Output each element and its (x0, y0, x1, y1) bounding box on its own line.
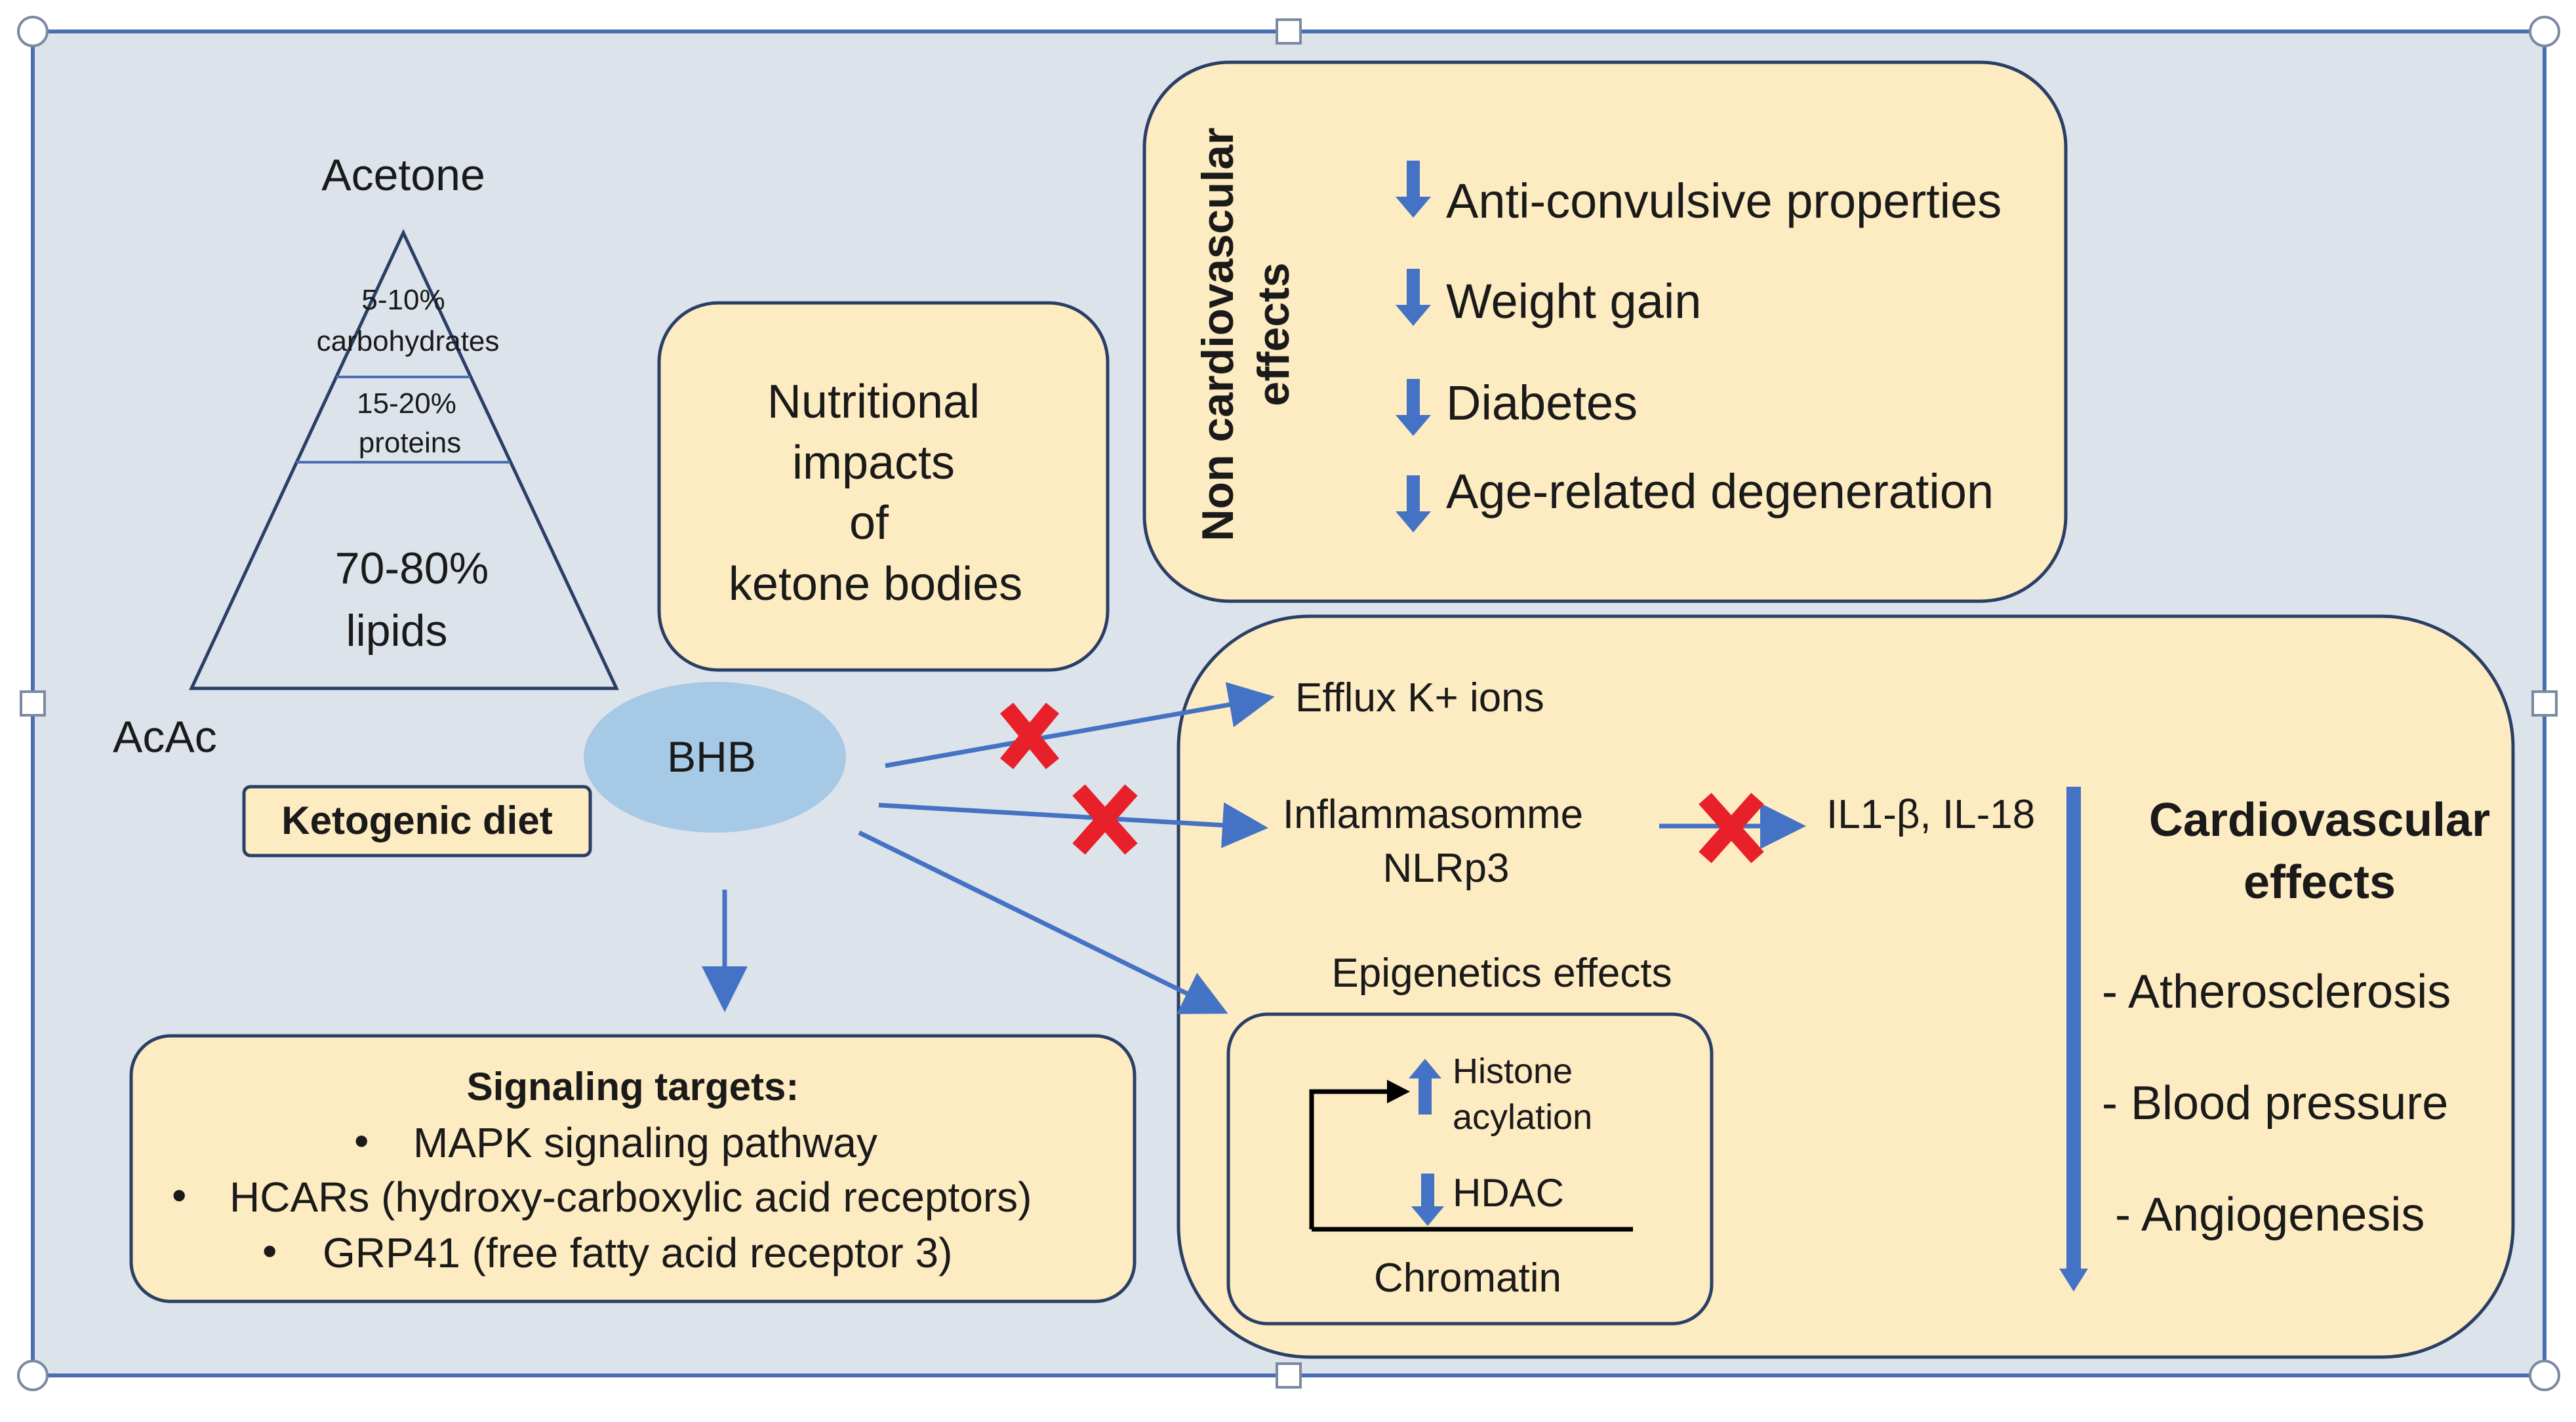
side-handle-bottom[interactable] (1276, 1362, 1302, 1389)
interleukins-label: IL1-β, IL-18 (1826, 792, 2035, 837)
non-cv-item: Age-related degeneration (1446, 464, 1994, 519)
cv-effect-item: - Blood pressure (2102, 1077, 2448, 1130)
side-handle-top[interactable] (1276, 18, 1302, 45)
cardiovascular-effects-list: - Atherosclerosis - Blood pressure - Ang… (2102, 966, 2451, 1241)
signaling-title: Signaling targets: (467, 1065, 799, 1109)
inflammasome-label-line-1: Inflammasomme (1283, 792, 1583, 837)
down-arrow-icon (1396, 379, 1431, 436)
signaling-item: HCARs (hydroxy-carboxylic acid receptors… (230, 1174, 1032, 1221)
inhibition-cross-icon-2 (1072, 784, 1138, 855)
ketogenic-diet-label: Ketogenic diet (281, 799, 552, 842)
tier-carbohydrates-percent: 5-10% (361, 284, 445, 316)
nutritional-line-4: ketone bodies (729, 558, 1022, 610)
pyramid-outline (189, 229, 619, 690)
inhibition-cross-icon-1 (999, 702, 1060, 770)
side-handle-left[interactable] (20, 690, 46, 717)
bhb-label: BHB (667, 732, 756, 781)
down-arrow-icon (1396, 475, 1431, 532)
non-cardiovascular-box (1142, 60, 2068, 603)
tier-proteins-percent: 15-20% (357, 387, 456, 420)
corner-handle-bottom-left[interactable] (17, 1360, 49, 1391)
corner-handle-bottom-right[interactable] (2529, 1360, 2560, 1391)
frame-handles (17, 16, 2560, 1391)
chromatin-transcription-line (1309, 1089, 1389, 1229)
nutritional-line-1: Nutritional (767, 376, 980, 428)
bhb-node (584, 682, 846, 833)
transcription-arrowhead (1387, 1080, 1410, 1103)
tier-lipids-percent: 70-80% (335, 543, 489, 593)
cardiovascular-title-line-1: Cardiovascular (2149, 794, 2490, 846)
inhibition-cross-icon-3 (1699, 793, 1764, 863)
cardiovascular-title-line-2: effects (2244, 856, 2396, 909)
pyramid-apex-label: Acetone (321, 150, 485, 200)
non-cv-item: Anti-convulsive properties (1446, 174, 2002, 228)
nutritional-impacts-text: Nutritional impacts of ketone bodies (729, 376, 1022, 610)
hdac-label: HDAC (1453, 1171, 1564, 1215)
tier-proteins-label: proteins (359, 427, 462, 459)
hdac-down-arrow-icon (1411, 1174, 1444, 1226)
histone-label-line-2: acylation (1453, 1097, 1592, 1137)
side-handle-right[interactable] (2531, 690, 2558, 717)
signaling-items: • MAPK signaling pathway • HCARs (hydrox… (172, 1117, 1032, 1276)
signaling-bullet: • (262, 1227, 277, 1274)
non-cv-down-arrows (1396, 161, 1431, 532)
signaling-item: MAPK signaling pathway (413, 1119, 877, 1166)
non-cv-item: Weight gain (1446, 274, 1701, 328)
inflammasome-label-line-2: NLRp3 (1383, 846, 1510, 891)
down-arrow-icon (1396, 161, 1431, 218)
signaling-targets-box (129, 1034, 1137, 1303)
signaling-bullet: • (172, 1172, 186, 1219)
corner-handle-top-right[interactable] (2529, 16, 2560, 47)
tier-lipids-label: lipids (346, 606, 448, 656)
epigenetics-title: Epigenetics effects (1331, 951, 1672, 996)
arrow-bhb-to-epigenetics (858, 830, 1228, 1014)
pyramid-base-label: AcAc (113, 712, 217, 762)
signaling-bullet: • (354, 1117, 369, 1164)
cv-effect-item: - Angiogenesis (2115, 1189, 2425, 1241)
down-arrow-icon (1396, 269, 1431, 326)
ketogenic-pyramid: Acetone 5-10% carbohydrates 15-20% prote… (113, 150, 619, 762)
non-cardiovascular-title: Non cardiovascular effects (1193, 127, 1298, 541)
non-cv-title-line-1: Non cardiovascular (1193, 127, 1243, 541)
tier-carbohydrates-label: carbohydrates (317, 325, 500, 357)
histone-label-line-1: Histone (1453, 1052, 1573, 1091)
corner-handle-top-left[interactable] (17, 16, 49, 47)
signaling-item: GRP41 (free fatty acid receptor 3) (323, 1229, 952, 1276)
cv-effect-item: - Atherosclerosis (2102, 966, 2451, 1018)
chromatin-label: Chromatin (1374, 1255, 1561, 1301)
nutritional-line-2: impacts (792, 437, 955, 489)
arrow-bhb-to-inflammasome (878, 802, 1268, 848)
nutritional-line-3: of (849, 497, 889, 549)
arrow-bhb-to-efflux (885, 682, 1275, 768)
non-cv-item: Diabetes (1446, 376, 1638, 430)
bhb-arrows (702, 682, 1806, 1014)
non-cv-title-line-2: effects (1249, 262, 1298, 406)
efflux-label: Efflux K+ ions (1295, 675, 1544, 721)
histone-up-arrow-icon (1409, 1059, 1441, 1115)
ketogenic-diet-box (242, 785, 592, 858)
non-cv-items: Anti-convulsive properties Weight gain D… (1446, 174, 2002, 519)
cardiovascular-down-arrowhead (2059, 1269, 2088, 1292)
nutritional-impacts-box (657, 301, 1110, 672)
